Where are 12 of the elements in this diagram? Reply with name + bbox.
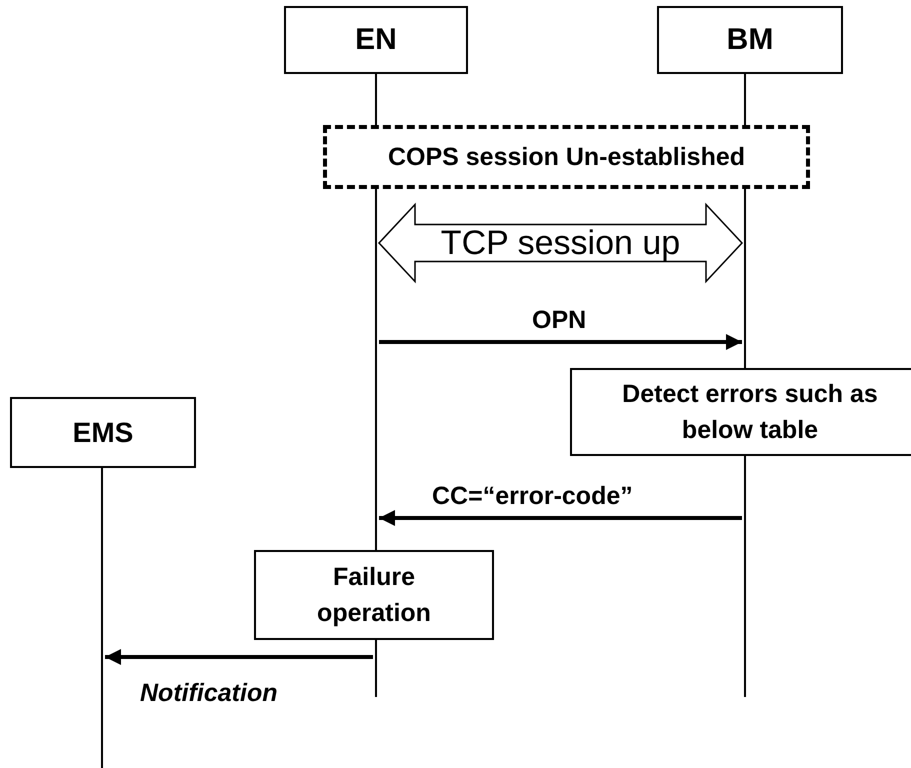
lifeline-box: Detect errors such as below table (570, 368, 911, 456)
message-arrow (105, 649, 373, 665)
message-arrow (379, 334, 742, 350)
state-box: COPS session Un-established (323, 125, 810, 189)
edge-label: TCP session up (440, 224, 682, 262)
lifeline-box: BM (657, 6, 843, 74)
message-arrow (379, 510, 742, 526)
lifeline (99, 468, 105, 768)
double-block-arrow (378, 202, 744, 284)
lifeline-box: EMS (10, 397, 196, 468)
lifeline-box: Failure operation (254, 550, 494, 640)
lifeline-box: EN (284, 6, 468, 74)
